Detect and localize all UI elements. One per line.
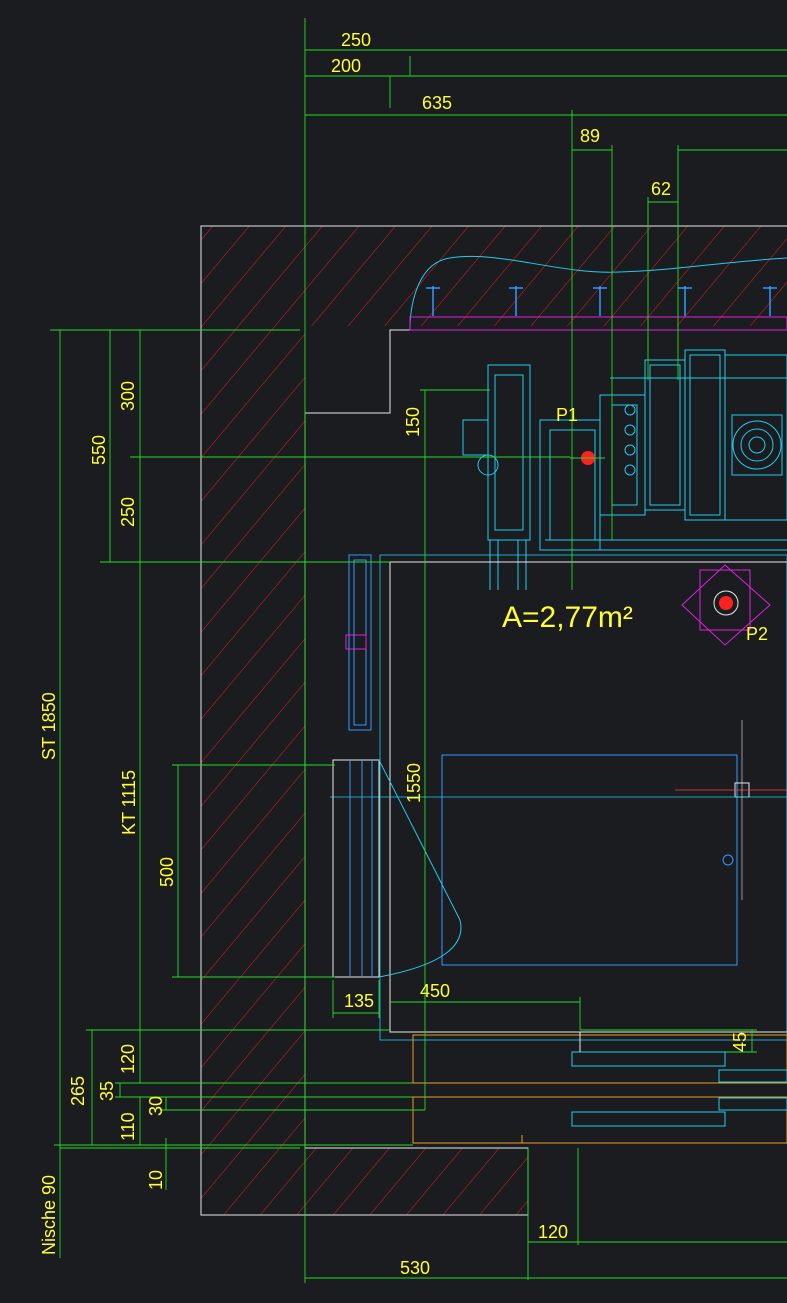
dim-635: 635 [422, 93, 452, 113]
dimension-lines [50, 18, 787, 1283]
dimension-texts: 250 200 635 89 62 P1 P2 A=2,77m² 450 135… [39, 30, 768, 1278]
label-kt: KT 1115 [119, 770, 139, 835]
guide-rail [345, 554, 372, 731]
dim-530: 530 [400, 1258, 430, 1278]
dim-450: 450 [420, 981, 450, 1001]
label-p1: P1 [556, 405, 578, 425]
dim-45: 45 [730, 1032, 750, 1052]
dim-35: 35 [97, 1081, 117, 1101]
label-nische: Nische 90 [39, 1175, 59, 1255]
dim-550: 550 [89, 435, 109, 465]
dim-250-left: 250 [118, 497, 138, 527]
dim-500: 500 [157, 857, 177, 887]
dim-250-top: 250 [341, 30, 371, 50]
label-area: A=2,77m² [502, 601, 633, 634]
dim-89: 89 [580, 126, 600, 146]
dim-10: 10 [146, 1170, 166, 1190]
dim-300: 300 [118, 381, 138, 411]
dim-110: 110 [118, 1112, 138, 1141]
dim-120-bottom: 120 [538, 1222, 568, 1242]
dim-30: 30 [146, 1096, 166, 1116]
p2-bracket [681, 564, 771, 646]
p1-marker [570, 451, 605, 465]
dim-1550: 1550 [404, 763, 424, 803]
dim-265: 265 [68, 1076, 88, 1106]
dim-150: 150 [403, 407, 423, 437]
dim-135: 135 [344, 991, 374, 1011]
dim-62: 62 [651, 179, 671, 199]
slab-outline [409, 255, 787, 331]
label-st: ST 1850 [39, 692, 59, 760]
label-p2: P2 [746, 624, 768, 644]
elevator-car [330, 554, 787, 1041]
drive-machine [462, 349, 787, 590]
wall-structure [200, 225, 787, 1216]
dim-200: 200 [331, 56, 361, 76]
dim-120-left: 120 [118, 1044, 138, 1074]
sill-assembly [390, 1031, 787, 1144]
top-beam [409, 286, 787, 331]
car-door [332, 759, 462, 978]
